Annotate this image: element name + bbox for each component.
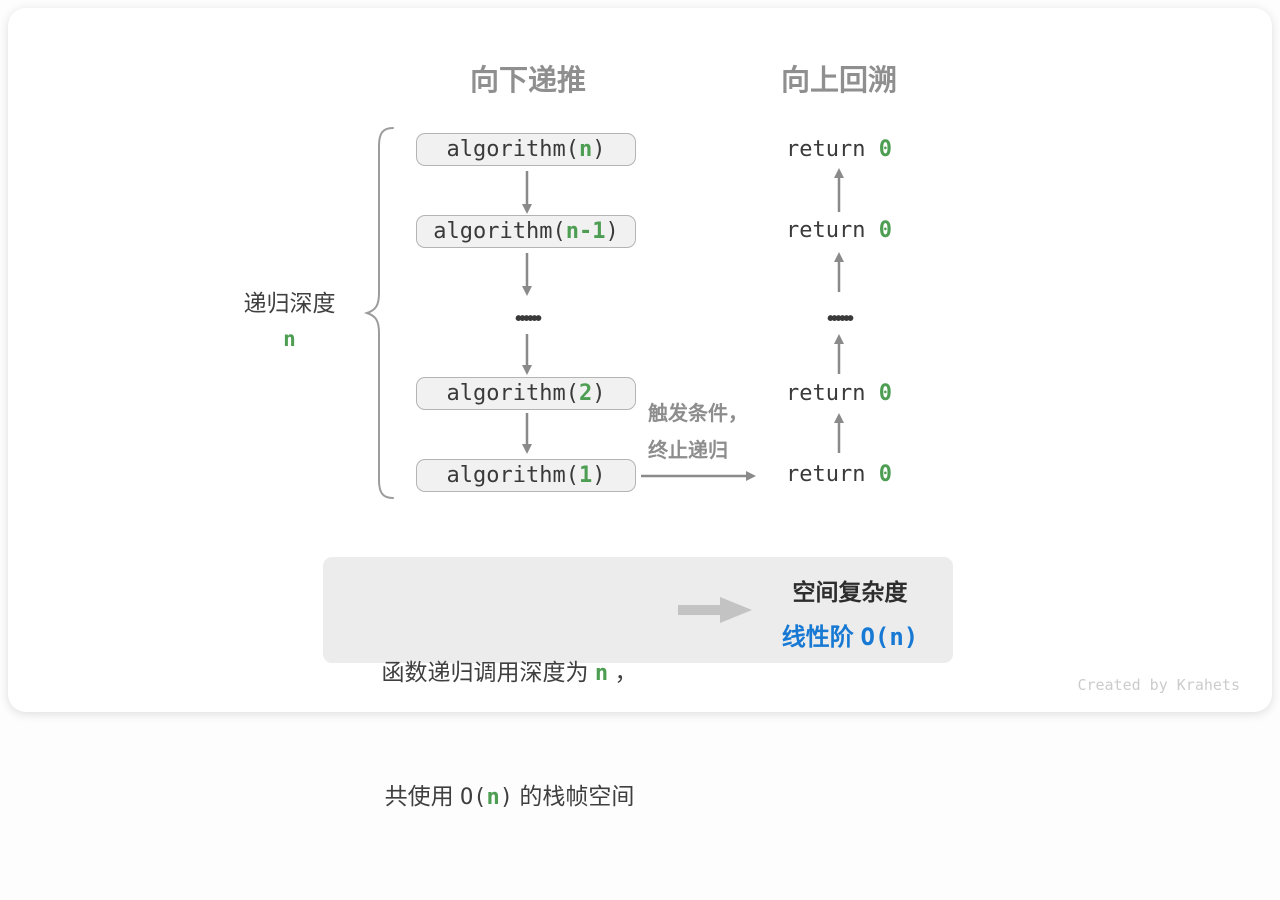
call-box-algorithm-1: algorithm(1)	[416, 459, 636, 492]
ellipsis-dots: ••••••	[826, 308, 854, 330]
return-value: 0	[878, 381, 892, 406]
return-statement: return 0	[783, 381, 895, 406]
summary-var: n	[594, 661, 609, 686]
summary-code: )	[499, 785, 513, 810]
return-value: 0	[878, 218, 892, 243]
summary-text: ，	[608, 659, 638, 685]
code-text: return	[786, 462, 879, 487]
termination-note-line1: 触发条件，	[648, 403, 748, 425]
call-box-algorithm-2: algorithm(2)	[416, 377, 636, 410]
code-text: return	[786, 381, 879, 406]
summary-text: 共使用	[384, 783, 460, 809]
recursion-depth-diagram: 向下递推 向上回溯 递归深度 n algorithm(n) algorithm(…	[232, 65, 1240, 810]
summary-text: 的栈帧空间	[513, 783, 635, 809]
summary-text: 函数递归调用深度为	[381, 659, 595, 685]
summary-line2: 共使用 O(n) 的栈帧空间	[337, 776, 682, 818]
code-text: return	[786, 137, 879, 162]
implies-arrow-icon	[678, 597, 752, 623]
summary-statement: 函数递归调用深度为 n ， 共使用 O(n) 的栈帧空间	[337, 570, 682, 900]
return-statement: return 0	[783, 462, 895, 487]
complexity-big-o: O(n)	[860, 623, 919, 651]
termination-note-line2: 终止递归	[648, 440, 728, 462]
ellipsis-dots: ••••••	[514, 308, 542, 330]
complexity-order-label: 线性阶	[781, 624, 861, 651]
code-text: algorithm(	[446, 463, 579, 488]
return-statement: return 0	[783, 218, 895, 243]
return-statement: return 0	[783, 137, 895, 162]
code-arg: n-1	[565, 219, 606, 244]
return-value: 0	[878, 137, 892, 162]
code-arg: n	[578, 137, 593, 162]
code-text: algorithm(	[446, 137, 579, 162]
code-text: algorithm(	[433, 219, 566, 244]
code-text: algorithm(	[446, 381, 579, 406]
code-text: return	[786, 218, 879, 243]
complexity-value: 线性阶 O(n)	[745, 617, 955, 652]
complexity-title: 空间复杂度	[792, 579, 908, 605]
code-text: )	[605, 219, 619, 244]
call-box-algorithm-n: algorithm(n)	[416, 133, 636, 166]
summary-code: O(	[460, 785, 487, 810]
recursion-depth-value: n	[283, 327, 296, 351]
heading-descend: 向下递推	[469, 65, 586, 97]
recursion-depth-text: 递归深度	[243, 290, 336, 316]
code-arg: 2	[578, 381, 593, 406]
summary-panel	[323, 557, 953, 663]
summary-var: n	[486, 785, 500, 810]
credit-text: Created by Krahets	[1077, 676, 1240, 694]
heading-backtrack: 向上回溯	[780, 65, 897, 97]
depth-brace-icon	[363, 127, 394, 499]
call-box-algorithm-n-1: algorithm(n-1)	[416, 215, 636, 248]
complexity-result: 空间复杂度 线性阶 O(n)	[745, 573, 955, 652]
summary-line1: 函数递归调用深度为 n ，	[337, 652, 682, 694]
code-text: )	[592, 463, 606, 488]
code-text: )	[592, 137, 606, 162]
return-value: 0	[878, 462, 892, 487]
code-arg: 1	[578, 463, 593, 488]
termination-note: 触发条件， 终止递归	[648, 396, 748, 470]
code-text: )	[592, 381, 606, 406]
recursion-depth-label: 递归深度 n	[232, 284, 347, 351]
